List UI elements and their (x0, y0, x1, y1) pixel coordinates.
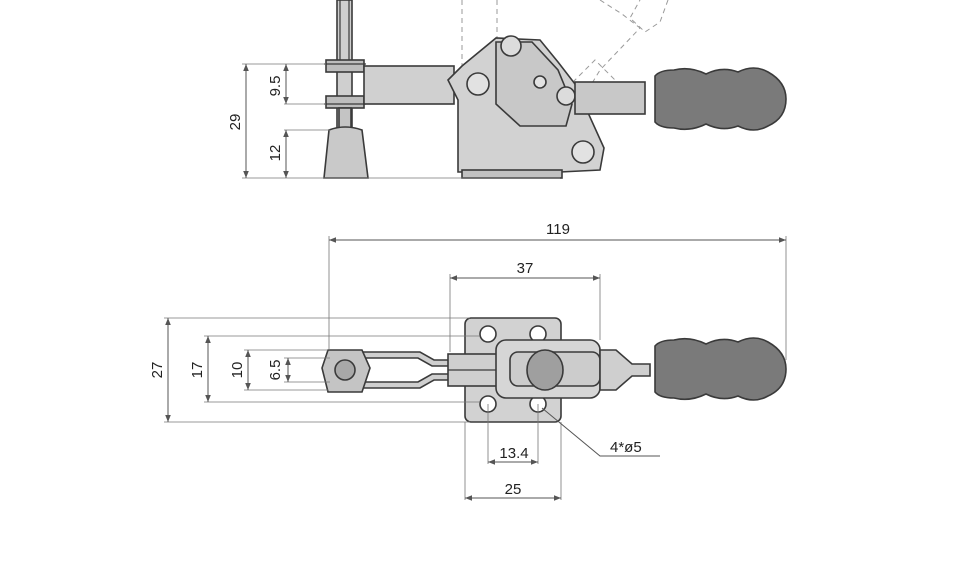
dim-holes: 4*ø5 (610, 439, 642, 456)
clamp-arm (363, 65, 455, 105)
pivot-lower (571, 140, 595, 164)
top-handle-grip (654, 337, 787, 401)
pivot-upper (500, 35, 522, 57)
dim-6-5: 6.5 (267, 360, 284, 381)
pivot-right (556, 86, 576, 106)
dim-12: 12 (267, 145, 284, 162)
clamp-base-plate (461, 169, 563, 179)
mount-hole-1 (479, 325, 497, 343)
dim-37: 37 (517, 260, 534, 277)
dim-119: 119 (546, 221, 570, 238)
spindle-foot (323, 126, 369, 179)
dim-13-4: 13.4 (499, 445, 528, 462)
upper-nut (325, 59, 365, 73)
pivot-left (466, 72, 490, 96)
dim-25: 25 (505, 481, 522, 498)
handle-rod (574, 81, 646, 115)
spindle-thread-lines (339, 0, 350, 60)
arm-fork-lower (359, 373, 451, 389)
side-view: 9.5 29 12 (227, 0, 787, 179)
top-view: 119 37 27 17 10 6.5 13.4 25 4*ø5 (149, 221, 787, 501)
dim-10: 10 (229, 362, 246, 379)
dim-17: 17 (189, 362, 206, 379)
hex-nut-bolt (334, 359, 356, 381)
top-dimension-lines (165, 237, 786, 501)
dim-9-5: 9.5 (267, 76, 284, 97)
lower-nut (325, 95, 365, 109)
side-dimensions: 9.5 29 12 (227, 63, 560, 179)
handle-fork (599, 349, 651, 391)
top-extension-lines (164, 236, 787, 500)
dim-27: 27 (149, 362, 166, 379)
handle-grip (654, 67, 787, 131)
linkage-pivot (526, 349, 564, 391)
arm-fork-upper (359, 351, 451, 367)
pivot-center (533, 75, 547, 89)
dim-29: 29 (227, 114, 244, 131)
